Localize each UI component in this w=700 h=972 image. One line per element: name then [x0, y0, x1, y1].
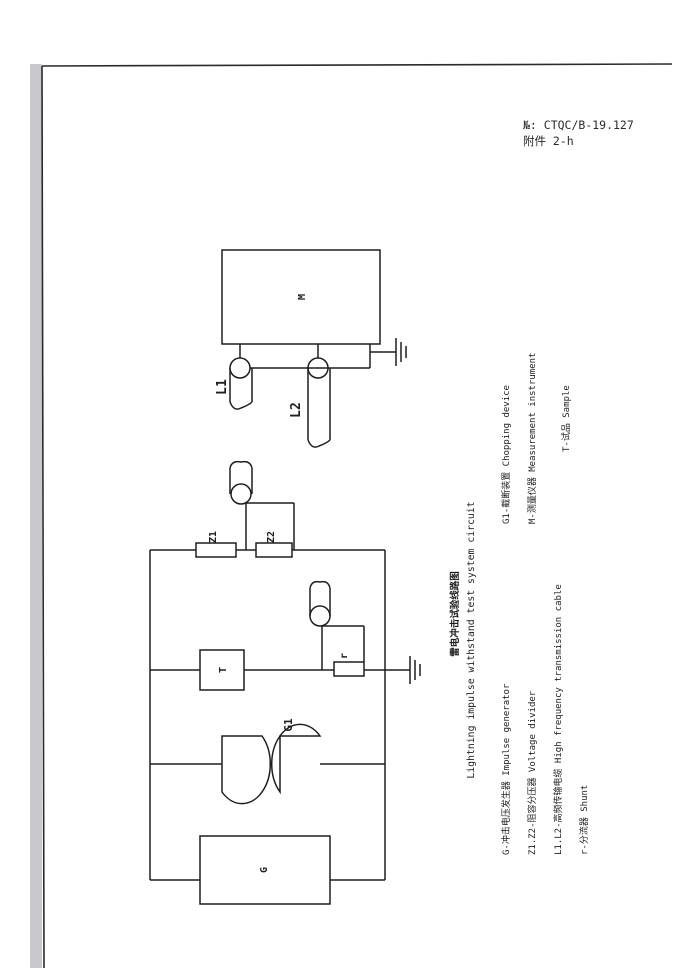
label-shunt: r — [339, 653, 350, 659]
legend-generator: G-冲击电压发生器 Impulse generator — [500, 683, 512, 855]
document-number: №: CTQC/B-19.127 — [523, 118, 634, 132]
cable-l1-end — [229, 401, 253, 410]
legend-instrument: M-测量仪器 Measurement instrument — [527, 353, 538, 524]
cable-l1-connector — [229, 357, 251, 379]
label-divider-z1: Z1 — [208, 531, 219, 543]
label-cable-l1: L1 — [215, 379, 230, 395]
label-divider-z2: Z2 — [266, 531, 277, 543]
cable-l2-end — [307, 439, 331, 448]
diagram-title-en: Lightning impulse withstand test system … — [466, 501, 477, 778]
document-number-block: №: CTQC/B-19.127 附件 2-h — [523, 117, 634, 149]
gap-electrode-right — [270, 723, 322, 795]
label-sample: T — [218, 667, 229, 673]
shunt-cable-connector — [309, 605, 331, 627]
page-top-border — [41, 63, 673, 67]
label-chopping-gap: G1 — [282, 718, 295, 732]
divider-cable-connector — [230, 483, 252, 505]
legend-shunt: r-分流器 Shunt — [578, 785, 590, 855]
attachment-label: 附件 2-h — [523, 134, 574, 148]
legend-sample: T-试品 Sample — [560, 385, 572, 452]
legend-divider: Z1.Z2-阻容分压器 Voltage divider — [526, 690, 538, 855]
shunt-cable-end — [309, 580, 331, 589]
label-instrument: M — [297, 294, 308, 300]
divider-cable-end — [229, 460, 253, 469]
shunt-resistor — [333, 661, 365, 677]
gap-electrode-left — [221, 735, 272, 805]
divider-z1 — [195, 542, 237, 558]
generator-box — [199, 835, 331, 905]
page-left-border — [41, 65, 45, 969]
diagram-title-cn: 雷电冲击试验线路图 — [449, 571, 461, 657]
label-cable-l2: L2 — [289, 402, 304, 418]
instrument-box — [221, 249, 381, 345]
legend-cable: L1.L2-高频传输电缆 High frequency transmission… — [552, 584, 564, 855]
label-generator: G — [259, 867, 270, 873]
page-edge-shadow — [30, 64, 42, 968]
legend-chopping: G1-截断装置 Chopping device — [500, 385, 512, 524]
divider-z2 — [255, 542, 293, 558]
